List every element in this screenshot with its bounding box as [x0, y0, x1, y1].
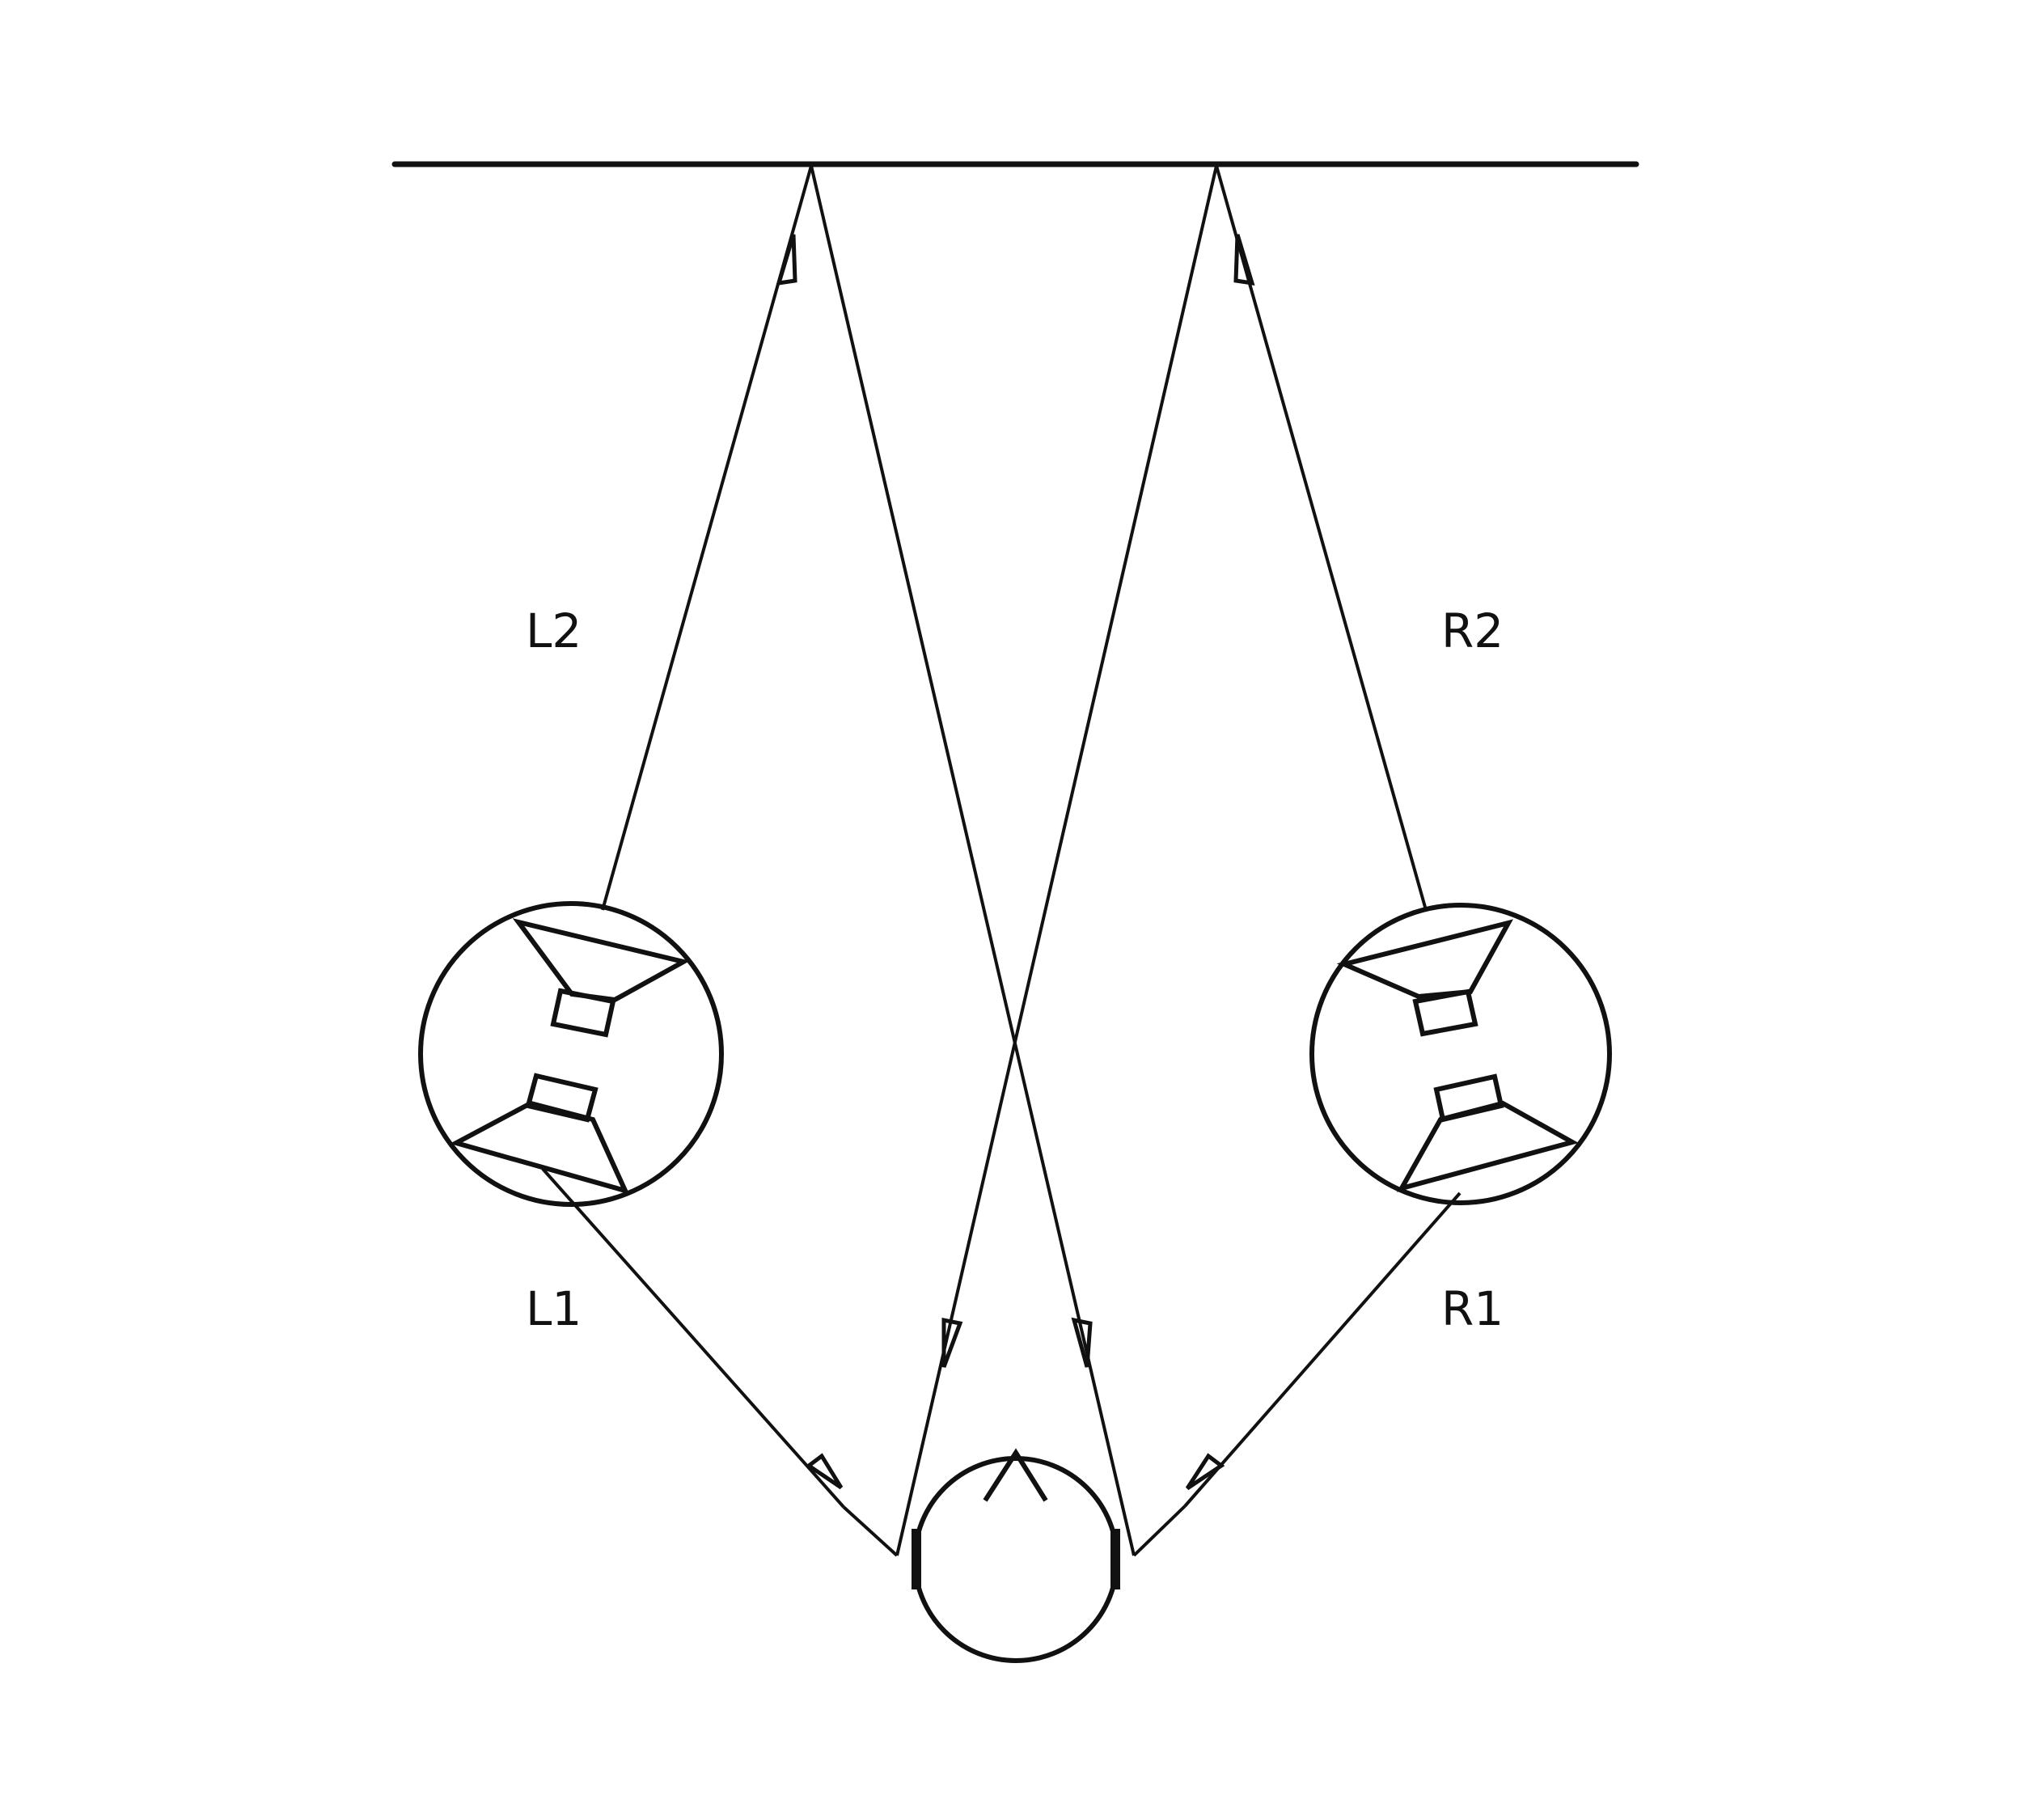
label-l1: L1 [526, 1281, 582, 1336]
path-r2 [895, 165, 1428, 1556]
listener-head-icon [912, 1448, 1120, 1663]
left-speaker-icon [418, 901, 724, 1207]
arrow-l2-down [1071, 1317, 1093, 1368]
label-r2: R2 [1441, 603, 1504, 658]
label-l2: L2 [526, 603, 582, 658]
arrow-r2-up [1233, 234, 1255, 286]
arrow-r1 [1185, 1453, 1225, 1491]
label-r1: R1 [1441, 1281, 1504, 1336]
arrow-l2-up [776, 234, 797, 286]
right-speaker-icon [1309, 903, 1612, 1205]
arrow-l1 [805, 1453, 844, 1490]
path-l1 [541, 1167, 899, 1557]
arrow-r2-down [941, 1317, 963, 1368]
path-l2 [601, 165, 1136, 1556]
path-r1 [1132, 1191, 1462, 1557]
